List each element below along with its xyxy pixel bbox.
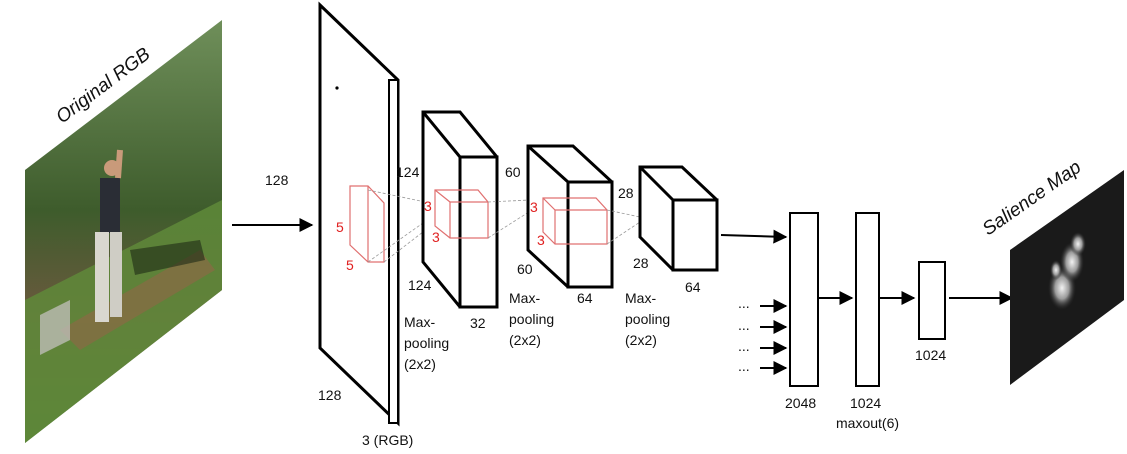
input-width-label: 128 — [265, 172, 289, 188]
pool2-line3: (2x2) — [509, 332, 541, 348]
conv3-dim-a-label: 28 — [618, 185, 634, 201]
input-height-label: 128 — [318, 387, 342, 403]
kernel1-height-label: 5 — [336, 219, 344, 235]
conv2-dim-a-label: 60 — [505, 164, 521, 180]
fc1-layer-box — [789, 212, 819, 387]
kernel3-height-label: 3 — [530, 199, 538, 215]
kernel1-width-label: 5 — [346, 257, 354, 273]
pool2-line2: pooling — [509, 311, 554, 327]
conv2-feature-map-box — [526, 144, 614, 289]
conv2-depth-label: 64 — [577, 290, 593, 306]
fc2-layer-box — [855, 212, 880, 387]
pool2-line1: Max- — [509, 290, 540, 306]
fc1-dots-4: ... — [738, 358, 750, 374]
conv3-feature-map-box — [638, 165, 719, 272]
pool1-line1: Max- — [404, 314, 435, 330]
input-channels-label: 3 (RGB) — [362, 432, 413, 448]
conv3-dim-b-label: 28 — [633, 255, 649, 271]
arrow-conv3-to-fc1 — [720, 229, 788, 244]
fc2-size-label: 1024 — [850, 395, 881, 411]
fc1-size-label: 2048 — [785, 395, 816, 411]
fc2-maxout-label: maxout(6) — [836, 415, 899, 431]
pool3-line2: pooling — [625, 311, 670, 327]
input-layer-slab — [318, 1, 400, 427]
kernel3-width-label: 3 — [537, 232, 545, 248]
fc1-dots-3: ... — [738, 338, 750, 354]
fc1-extra-inputs: ... ... ... ... — [738, 295, 788, 375]
conv2-dim-b-label: 60 — [517, 261, 533, 277]
fc3-layer-box — [918, 261, 946, 340]
kernel2-height-label: 3 — [424, 198, 432, 214]
salience-map-image — [1010, 170, 1124, 385]
kernel1-box — [349, 185, 433, 263]
kernel2-width-label: 3 — [432, 229, 440, 245]
kernel2-box — [434, 189, 533, 239]
original-rgb-photo — [25, 20, 222, 443]
fc1-dots-2: ... — [738, 317, 750, 333]
fc3-size-label: 1024 — [915, 347, 946, 363]
conv1-dim-b-label: 124 — [408, 277, 432, 293]
kernel3-box — [542, 197, 641, 245]
pool3-line3: (2x2) — [625, 332, 657, 348]
golfer-figure-icon — [95, 149, 205, 322]
conv1-depth-label: 32 — [470, 315, 486, 331]
conv3-depth-label: 64 — [685, 279, 701, 295]
conv1-dim-a-label: 124 — [396, 164, 420, 180]
pool1-line2: pooling — [404, 335, 449, 351]
pool3-line1: Max- — [625, 290, 656, 306]
fc1-dots-1: ... — [738, 295, 750, 311]
conv1-feature-map-box — [421, 110, 499, 309]
pool1-line3: (2x2) — [404, 356, 436, 372]
